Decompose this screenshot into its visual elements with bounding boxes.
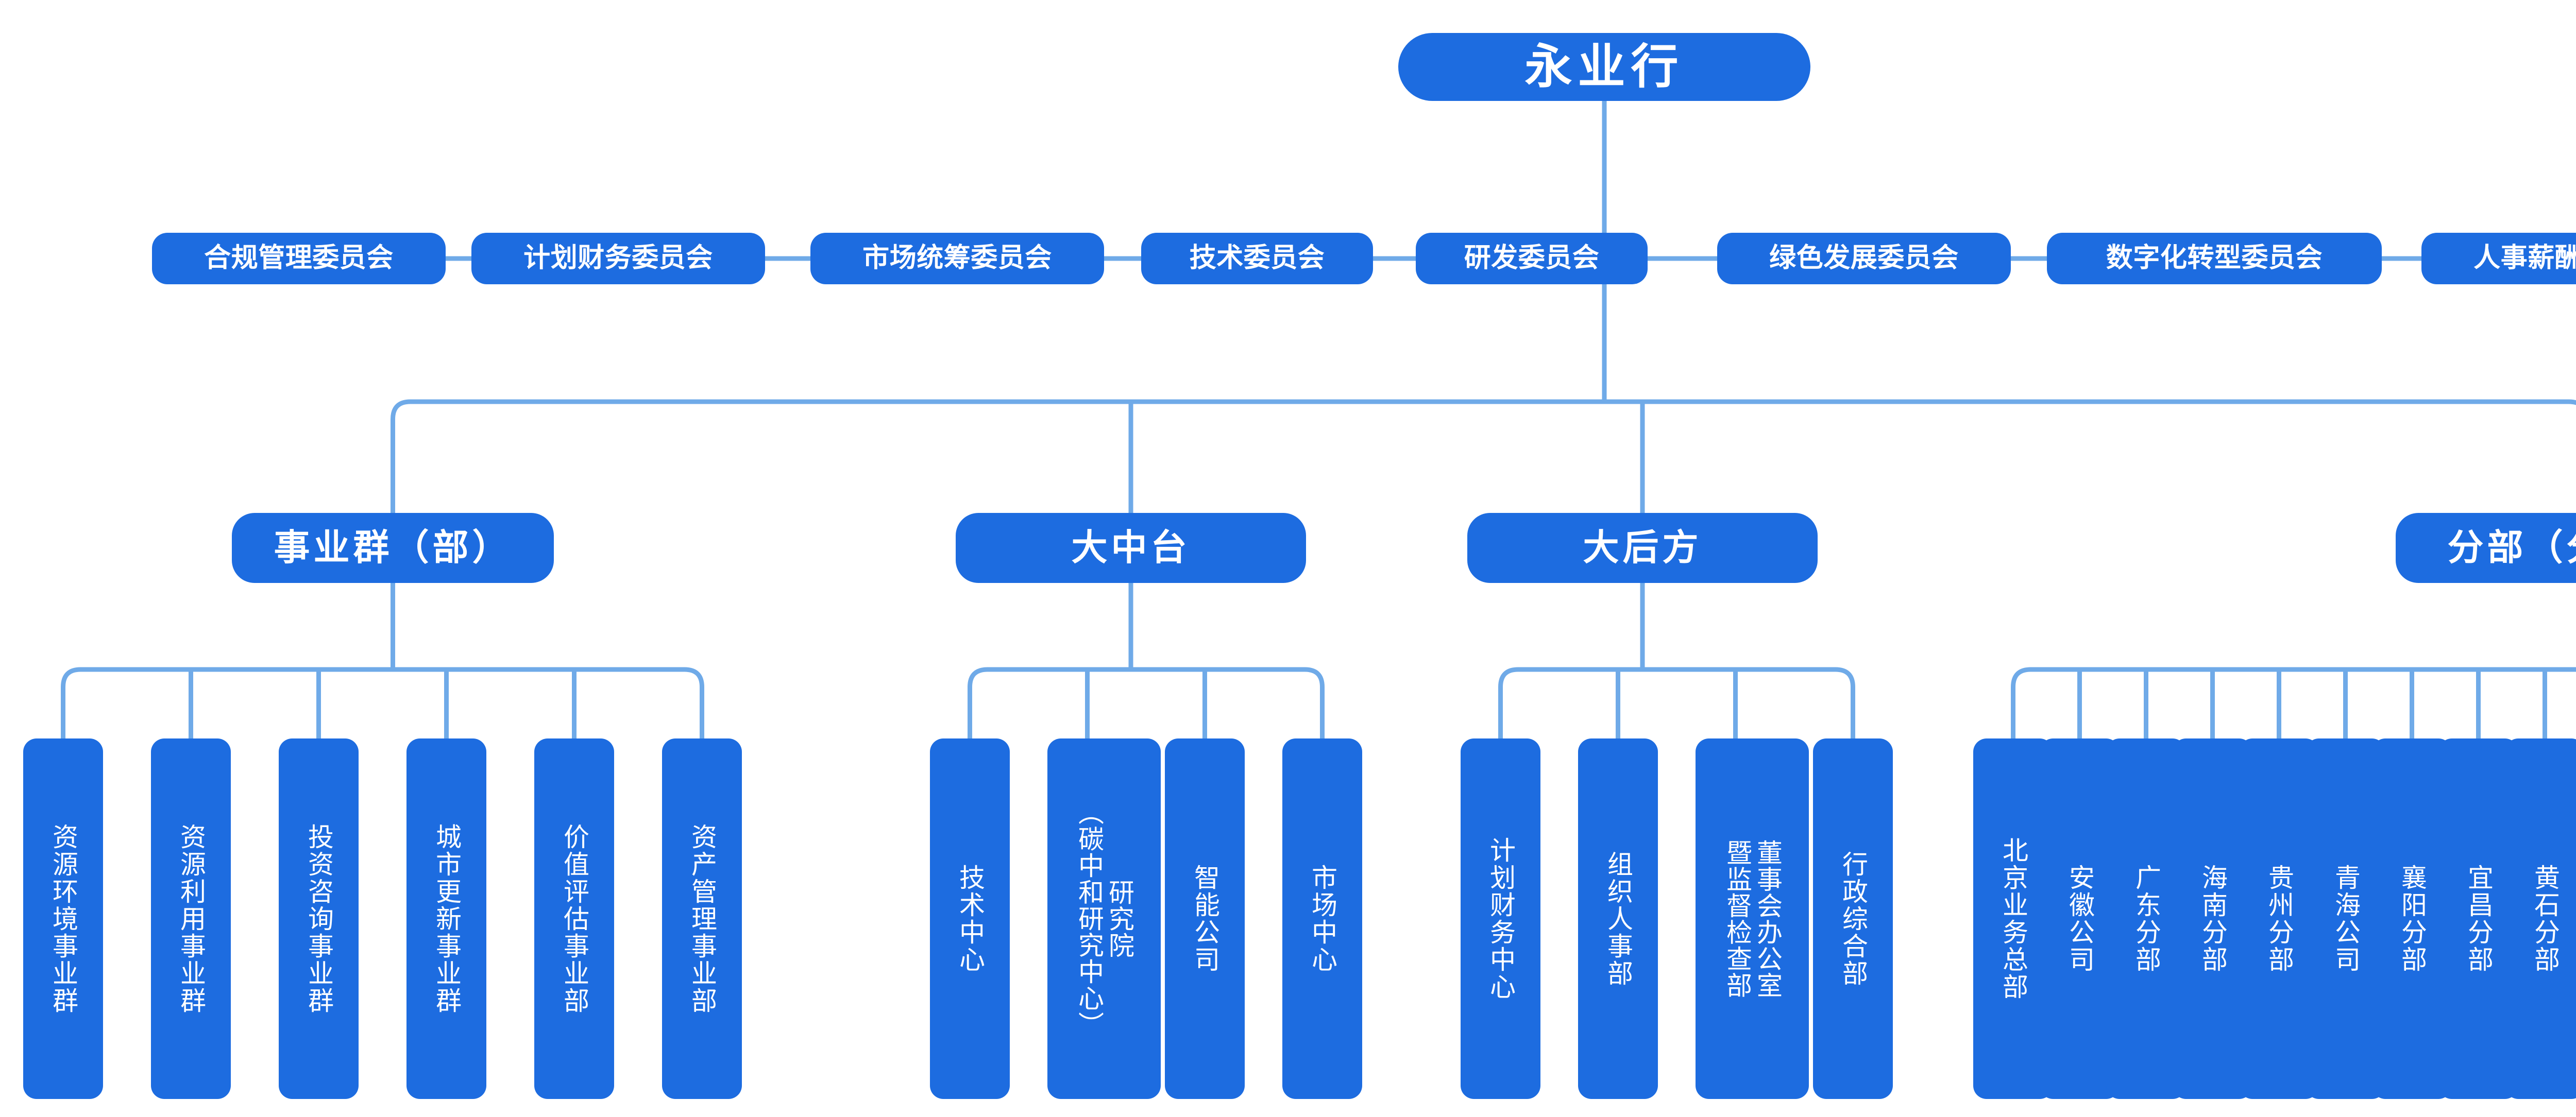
leaf-node-1-1-label: 研究院 （碳中和研究中心） [1075,799,1134,1038]
leaf-node-2-0[interactable]: 计划财务中心 [1461,738,1540,1099]
leaf-node-3-4-label: 贵州分部 [2265,864,2294,973]
committee-node-2-label: 市场统筹委员会 [862,243,1052,273]
leaf-node-1-2[interactable]: 智能公司 [1165,738,1245,1099]
leaf-node-2-2-label: 董事会办公室 暨监督检查部 [1723,839,1782,999]
committee-node-7-label: 人事薪酬委员会 [2473,243,2576,273]
leaf-node-0-1-label: 资源利用事业群 [177,823,206,1015]
leaf-node-3-9[interactable]: 十堰分部 [2571,738,2576,1099]
leaf-node-3-5-label: 青海公司 [2331,864,2360,973]
leaf-node-3-8[interactable]: 黄石分部 [2505,738,2576,1099]
leaf-node-0-4-label: 价值评估事业部 [560,823,589,1015]
leaf-node-2-1-label: 组织人事部 [1604,850,1633,987]
division-bus [391,399,2576,513]
leaf-node-1-0[interactable]: 技术中心 [930,738,1010,1099]
division-node-3[interactable]: 分部（分公司） [2396,513,2576,583]
leaf-group-0-bus [61,667,704,738]
committee-node-5-label: 绿色发展委员会 [1769,243,1959,273]
leaf-node-3-3-label: 海南分部 [2198,864,2227,973]
leaf-node-2-3[interactable]: 行政综合部 [1813,738,1893,1099]
leaf-node-3-1-label: 安徽公司 [2065,864,2094,973]
committee-node-4[interactable]: 研发委员会 [1416,233,1648,284]
leaf-node-0-5[interactable]: 资产管理事业部 [662,738,742,1099]
committee-node-3[interactable]: 技术委员会 [1141,233,1373,284]
leaf-node-0-0-label: 资源环境事业群 [49,823,78,1015]
leaf-group-1-bus [968,667,1325,738]
division-node-0-label: 事业群（部） [274,527,512,568]
committee-node-4-label: 研发委员会 [1464,243,1600,273]
committee-node-5[interactable]: 绿色发展委员会 [1717,233,2011,284]
leaf-group-2-bus [1498,667,1855,738]
leaf-node-0-1[interactable]: 资源利用事业群 [151,738,231,1099]
leaf-node-3-7-label: 宜昌分部 [2464,864,2493,973]
leaf-node-1-0-label: 技术中心 [956,864,985,973]
leaf-node-0-3-label: 城市更新事业群 [432,823,461,1015]
division-node-0[interactable]: 事业群（部） [232,513,554,583]
division-node-1-label: 大中台 [1071,527,1191,568]
leaf-node-1-3[interactable]: 市场中心 [1282,738,1362,1099]
leaf-node-1-3-label: 市场中心 [1308,864,1337,973]
leaf-node-1-1[interactable]: 研究院 （碳中和研究中心） [1047,738,1161,1099]
leaf-node-0-2-label: 投资咨询事业群 [304,823,333,1015]
committee-node-7[interactable]: 人事薪酬委员会 [2421,233,2576,284]
leaf-node-0-0[interactable]: 资源环境事业群 [23,738,103,1099]
leaf-node-2-1[interactable]: 组织人事部 [1578,738,1658,1099]
leaf-node-0-5-label: 资产管理事业部 [688,823,717,1015]
division-node-2-label: 大后方 [1583,527,1702,568]
leaf-node-2-0-label: 计划财务中心 [1486,837,1515,1001]
committee-node-6[interactable]: 数字化转型委员会 [2047,233,2382,284]
root-node[interactable]: 永业行 [1398,33,1810,101]
committee-node-6-label: 数字化转型委员会 [2106,243,2323,273]
leaf-group-3-bus [2011,667,2576,738]
leaf-node-0-4[interactable]: 价值评估事业部 [534,738,614,1099]
leaf-node-0-3[interactable]: 城市更新事业群 [406,738,486,1099]
leaf-node-0-2[interactable]: 投资咨询事业群 [279,738,359,1099]
root-node-label: 永业行 [1524,40,1684,93]
committee-node-2[interactable]: 市场统筹委员会 [810,233,1104,284]
division-node-3-label: 分部（分公司） [2447,527,2576,568]
leaf-node-3-8-label: 黄石分部 [2531,864,2560,973]
leaf-node-1-2-label: 智能公司 [1191,864,1219,973]
leaf-node-2-2[interactable]: 董事会办公室 暨监督检查部 [1696,738,1809,1099]
division-node-2[interactable]: 大后方 [1467,513,1818,583]
leaf-node-3-2-label: 广东分部 [2132,864,2161,973]
division-node-1[interactable]: 大中台 [956,513,1306,583]
committee-node-1-label: 计划财务委员会 [523,243,713,273]
committee-node-3-label: 技术委员会 [1189,243,1325,273]
committee-node-0[interactable]: 合规管理委员会 [152,233,446,284]
committee-node-1[interactable]: 计划财务委员会 [471,233,765,284]
committee-node-0-label: 合规管理委员会 [204,243,394,273]
leaf-node-2-3-label: 行政综合部 [1839,850,1868,987]
leaf-node-3-0-label: 北京业务总部 [1999,837,2028,1001]
leaf-node-3-6-label: 襄阳分部 [2398,864,2427,973]
